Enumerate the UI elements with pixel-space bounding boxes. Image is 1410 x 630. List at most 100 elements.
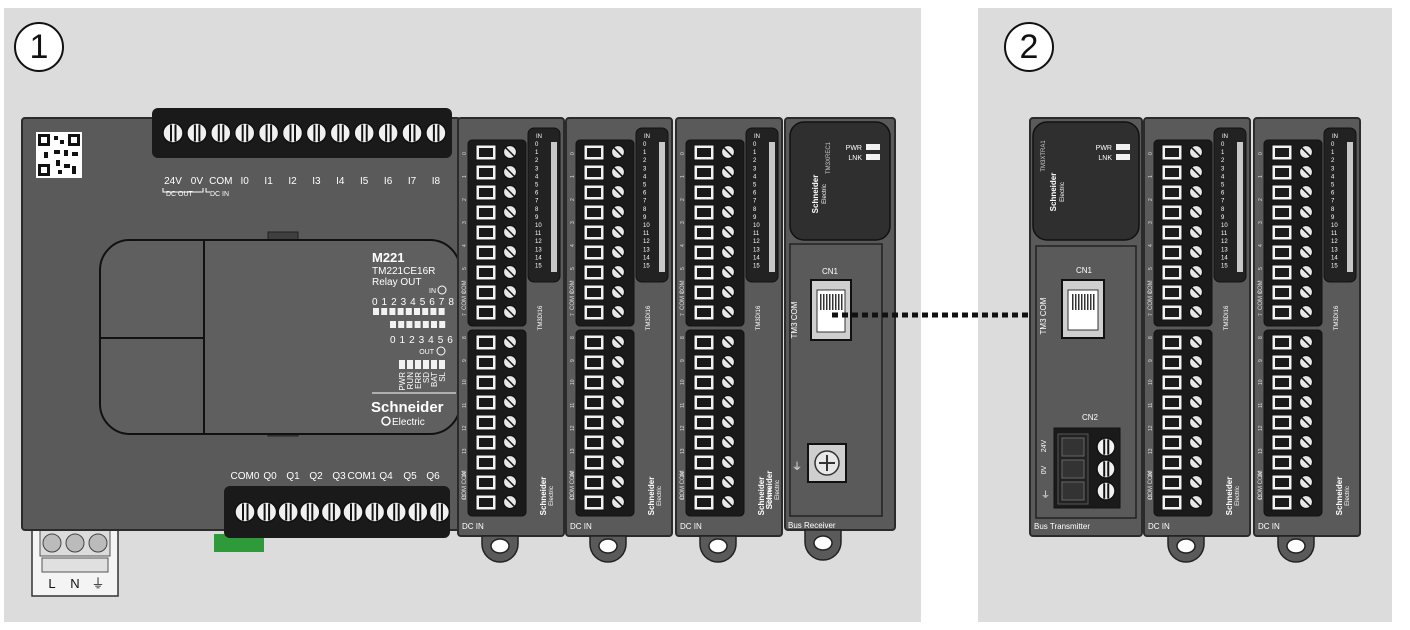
receiver-rj45-port[interactable] xyxy=(810,279,852,341)
terminal-screw-icon[interactable] xyxy=(1188,244,1204,260)
terminal-screw-icon[interactable] xyxy=(610,414,626,430)
terminal-screw-icon[interactable] xyxy=(1188,224,1204,240)
terminal-screw-icon[interactable] xyxy=(1188,334,1204,350)
terminal-screw-icon[interactable] xyxy=(407,501,429,523)
terminal-screw-icon[interactable] xyxy=(1298,284,1314,300)
terminal-screw-icon[interactable] xyxy=(720,144,736,160)
terminal-screw-icon[interactable] xyxy=(1298,244,1314,260)
terminal-screw-icon[interactable] xyxy=(210,122,232,144)
terminal-screw-icon[interactable] xyxy=(385,501,407,523)
terminal-screw-icon[interactable] xyxy=(502,264,518,280)
terminal-screw-icon[interactable] xyxy=(720,164,736,180)
terminal-screw-icon[interactable] xyxy=(502,304,518,320)
terminal-screw-icon[interactable] xyxy=(1188,394,1204,410)
terminal-screw-icon[interactable] xyxy=(377,122,399,144)
terminal-screw-icon[interactable] xyxy=(1188,494,1204,510)
terminal-screw-icon[interactable] xyxy=(1188,144,1204,160)
power-terminal-screw-icon[interactable] xyxy=(1096,459,1116,479)
terminal-screw-icon[interactable] xyxy=(502,494,518,510)
terminal-screw-icon[interactable] xyxy=(1298,334,1314,350)
terminal-screw-icon[interactable] xyxy=(502,454,518,470)
terminal-screw-icon[interactable] xyxy=(720,374,736,390)
terminal-screw-icon[interactable] xyxy=(502,144,518,160)
terminal-screw-icon[interactable] xyxy=(234,501,256,523)
terminal-screw-icon[interactable] xyxy=(720,454,736,470)
terminal-screw-icon[interactable] xyxy=(502,204,518,220)
terminal-screw-icon[interactable] xyxy=(720,394,736,410)
terminal-screw-icon[interactable] xyxy=(610,224,626,240)
terminal-screw-icon[interactable] xyxy=(428,501,451,523)
terminal-screw-icon[interactable] xyxy=(353,122,375,144)
terminal-screw-icon[interactable] xyxy=(1298,454,1314,470)
terminal-screw-icon[interactable] xyxy=(720,224,736,240)
terminal-screw-icon[interactable] xyxy=(610,394,626,410)
terminal-screw-icon[interactable] xyxy=(162,122,184,144)
terminal-screw-icon[interactable] xyxy=(610,494,626,510)
power-terminal-screw-icon[interactable] xyxy=(1096,481,1116,501)
terminal-screw-icon[interactable] xyxy=(1188,434,1204,450)
terminal-screw-icon[interactable] xyxy=(610,144,626,160)
terminal-screw-icon[interactable] xyxy=(720,354,736,370)
terminal-screw-icon[interactable] xyxy=(502,184,518,200)
terminal-screw-icon[interactable] xyxy=(502,354,518,370)
terminal-screw-icon[interactable] xyxy=(720,474,736,490)
terminal-screw-icon[interactable] xyxy=(363,501,386,523)
terminal-screw-icon[interactable] xyxy=(1298,474,1314,490)
terminal-screw-icon[interactable] xyxy=(610,204,626,220)
terminal-screw-icon[interactable] xyxy=(1298,354,1314,370)
terminal-screw-icon[interactable] xyxy=(1188,164,1204,180)
terminal-screw-icon[interactable] xyxy=(281,122,304,144)
terminal-screw-icon[interactable] xyxy=(502,244,518,260)
terminal-screw-icon[interactable] xyxy=(1298,414,1314,430)
terminal-screw-icon[interactable] xyxy=(610,264,626,280)
power-terminal-screw-icon[interactable] xyxy=(1096,437,1116,457)
terminal-screw-icon[interactable] xyxy=(720,414,736,430)
terminal-screw-icon[interactable] xyxy=(1298,204,1314,220)
terminal-screw-icon[interactable] xyxy=(1188,284,1204,300)
terminal-screw-icon[interactable] xyxy=(1188,354,1204,370)
terminal-screw-icon[interactable] xyxy=(610,374,626,390)
terminal-screw-icon[interactable] xyxy=(233,122,256,144)
terminal-screw-icon[interactable] xyxy=(1188,454,1204,470)
terminal-screw-icon[interactable] xyxy=(720,434,736,450)
terminal-screw-icon[interactable] xyxy=(342,501,364,523)
terminal-screw-icon[interactable] xyxy=(257,122,280,144)
terminal-screw-icon[interactable] xyxy=(720,244,736,260)
terminal-screw-icon[interactable] xyxy=(277,501,299,523)
terminal-screw-icon[interactable] xyxy=(502,284,518,300)
terminal-screw-icon[interactable] xyxy=(502,334,518,350)
terminal-screw-icon[interactable] xyxy=(305,122,328,144)
terminal-screw-icon[interactable] xyxy=(1298,224,1314,240)
terminal-screw-icon[interactable] xyxy=(502,374,518,390)
terminal-screw-icon[interactable] xyxy=(1188,264,1204,280)
terminal-screw-icon[interactable] xyxy=(1188,374,1204,390)
terminal-screw-icon[interactable] xyxy=(502,474,518,490)
terminal-screw-icon[interactable] xyxy=(610,434,626,450)
terminal-screw-icon[interactable] xyxy=(610,184,626,200)
terminal-screw-icon[interactable] xyxy=(610,164,626,180)
terminal-screw-icon[interactable] xyxy=(425,122,447,144)
terminal-screw-icon[interactable] xyxy=(299,501,321,523)
terminal-screw-icon[interactable] xyxy=(502,394,518,410)
terminal-screw-icon[interactable] xyxy=(610,454,626,470)
terminal-screw-icon[interactable] xyxy=(329,122,352,144)
terminal-screw-icon[interactable] xyxy=(610,284,626,300)
terminal-screw-icon[interactable] xyxy=(1188,184,1204,200)
terminal-screw-icon[interactable] xyxy=(255,501,278,523)
transmitter-power-connector[interactable] xyxy=(1053,427,1121,509)
terminal-screw-icon[interactable] xyxy=(720,184,736,200)
terminal-screw-icon[interactable] xyxy=(1298,304,1314,320)
terminal-screw-icon[interactable] xyxy=(720,204,736,220)
terminal-screw-icon[interactable] xyxy=(610,474,626,490)
terminal-screw-icon[interactable] xyxy=(1298,394,1314,410)
terminal-screw-icon[interactable] xyxy=(720,284,736,300)
terminal-screw-icon[interactable] xyxy=(320,501,343,523)
terminal-screw-icon[interactable] xyxy=(1298,264,1314,280)
terminal-screw-icon[interactable] xyxy=(1298,144,1314,160)
terminal-screw-icon[interactable] xyxy=(1188,414,1204,430)
terminal-screw-icon[interactable] xyxy=(610,244,626,260)
terminal-screw-icon[interactable] xyxy=(610,334,626,350)
terminal-screw-icon[interactable] xyxy=(1188,204,1204,220)
terminal-screw-icon[interactable] xyxy=(502,434,518,450)
terminal-screw-icon[interactable] xyxy=(502,414,518,430)
